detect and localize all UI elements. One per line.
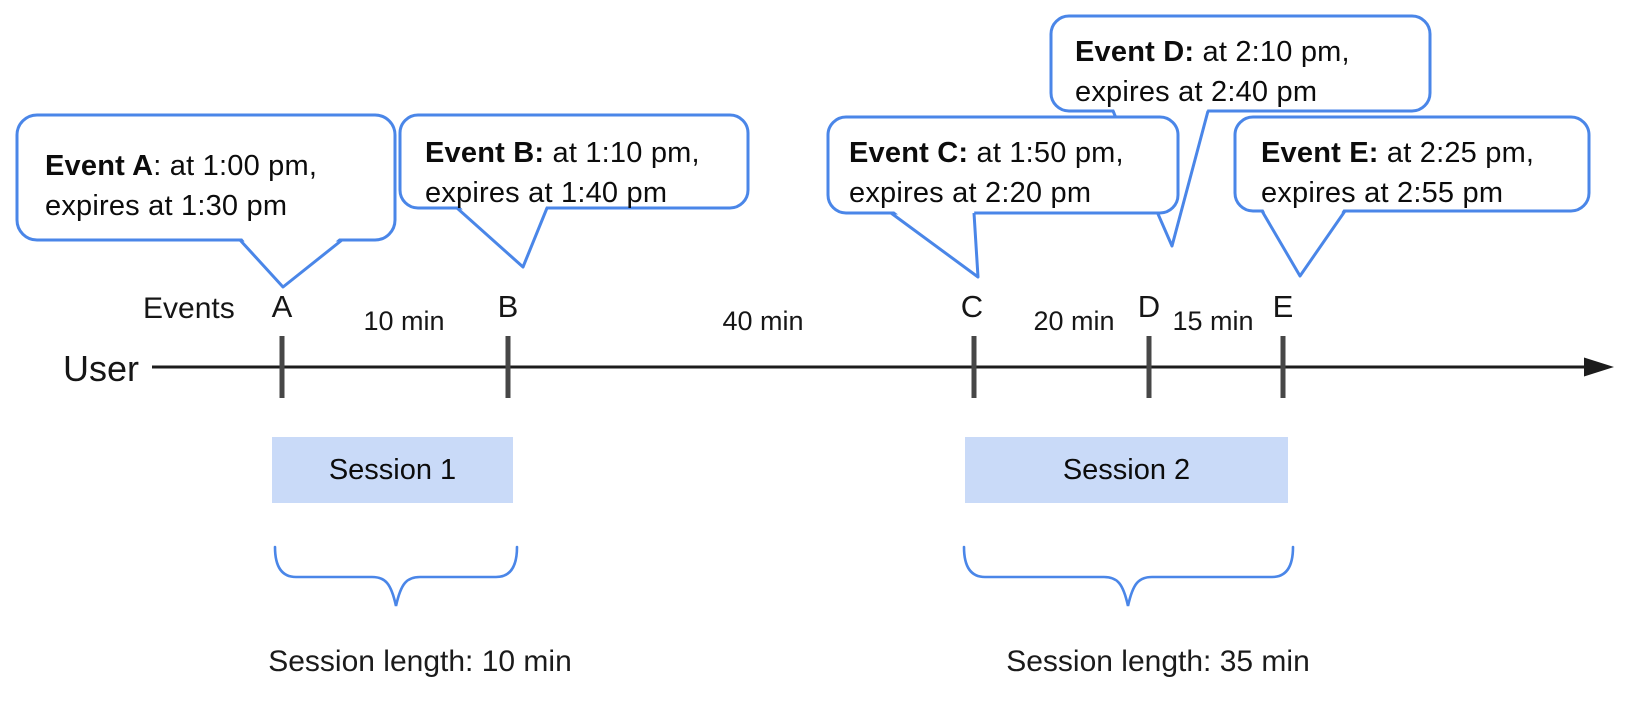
callout-event-e-text: Event E: at 2:25 pm, expires at 2:55 pm: [1261, 133, 1534, 213]
session-2-brace: [962, 545, 1295, 607]
callout-event-b-tail: [456, 206, 549, 269]
session-1-box: [272, 437, 513, 503]
callout-event-a-tail: [238, 238, 343, 289]
callout-event-e-tail-fill: [1262, 207, 1345, 276]
callout-event-d-text: Event D: at 2:10 pm, expires at 2:40 pm: [1075, 32, 1350, 112]
callout-event-c-box: [826, 115, 1180, 215]
session-1-brace: [273, 545, 519, 607]
callout-event-b-line1: Event B: at 1:10 pm,: [425, 137, 700, 169]
user-axis-label: User: [63, 348, 140, 389]
session-2-label: Session 2: [1062, 453, 1191, 486]
callout-event-c-title: Event C:: [849, 137, 969, 169]
callout-event-b-text: Event B: at 1:10 pm, expires at 1:40 pm: [425, 133, 700, 213]
callout-event-e-tail: [1260, 210, 1347, 278]
timeline-arrowhead-icon: [1584, 357, 1614, 377]
callout-event-c-line1: Event C: at 1:50 pm,: [849, 137, 1124, 169]
session-2-length-label: Session length: 35 min: [1006, 645, 1310, 678]
interval-label-b-c: 40 min: [722, 306, 804, 336]
interval-label-c-d: 20 min: [1033, 306, 1115, 336]
callout-event-b-line2: expires at 1:40 pm: [425, 177, 668, 209]
callout-event-a-line1: Event A: at 1:00 pm,: [45, 150, 318, 182]
callout-event-d-line2: expires at 2:40 pm: [1075, 76, 1318, 108]
event-letter-c: C: [960, 289, 984, 324]
callout-event-d-title: Event D:: [1075, 36, 1195, 68]
session-1-length-label: Session length: 10 min: [268, 645, 572, 678]
callout-event-d-line1: Event D: at 2:10 pm,: [1075, 36, 1350, 68]
callout-event-a-box: [15, 113, 397, 242]
callout-event-a-line2: expires at 1:30 pm: [45, 190, 288, 222]
event-letter-b: B: [497, 289, 519, 324]
interval-label-a-b: 10 min: [363, 306, 445, 336]
callout-event-b-box: [398, 113, 750, 210]
callout-event-c-text: Event C: at 1:50 pm, expires at 2:20 pm: [849, 133, 1124, 213]
callout-event-a-title: Event A: [45, 150, 154, 182]
session-2-box: [965, 437, 1288, 503]
callout-event-d-box: [1049, 14, 1432, 113]
event-letter-d: D: [1137, 289, 1161, 324]
callout-event-a-text: Event A: at 1:00 pm, expires at 1:30 pm: [45, 146, 317, 226]
session-1-label: Session 1: [328, 453, 457, 486]
callout-event-e-line2: expires at 2:55 pm: [1261, 177, 1504, 209]
callout-event-c-line2: expires at 2:20 pm: [849, 177, 1092, 209]
callout-event-c-tail: [890, 211, 980, 279]
callout-event-e-title: Event E:: [1261, 137, 1379, 169]
events-axis-label: Events: [143, 292, 235, 325]
callout-event-b-title: Event B:: [425, 137, 545, 169]
callout-event-e-box: [1233, 115, 1591, 213]
interval-label-d-e: 15 min: [1172, 306, 1254, 336]
event-letter-a: A: [271, 289, 293, 324]
event-letter-e: E: [1272, 289, 1294, 324]
callout-event-b-tail-fill: [457, 204, 547, 267]
callout-event-e-line1: Event E: at 2:25 pm,: [1261, 137, 1535, 169]
callout-event-a-tail-fill: [240, 236, 342, 287]
